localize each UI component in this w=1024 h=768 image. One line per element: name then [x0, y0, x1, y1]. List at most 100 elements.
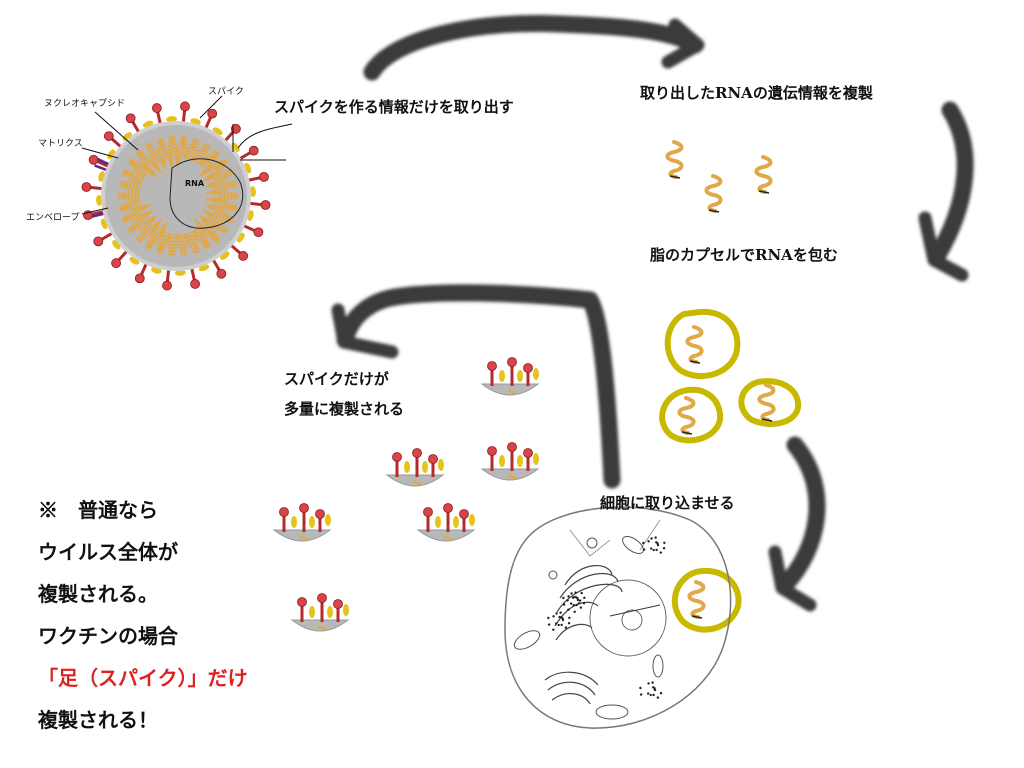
arrow-cell-to-spikes-head — [331, 303, 399, 359]
spike-protein-icon — [272, 503, 332, 542]
spike-icon — [162, 268, 172, 291]
spike-icon — [248, 200, 271, 210]
cell-nucleolus — [621, 609, 643, 631]
cell-vesicle — [548, 570, 558, 580]
virus-leader-lines — [81, 95, 293, 215]
rna-strand-icon — [677, 396, 696, 435]
spike-icon — [223, 123, 241, 143]
spike-icon — [229, 243, 249, 261]
capsule-2 — [659, 386, 724, 444]
matrix-protein-icon — [236, 232, 245, 243]
virus-spikes — [81, 101, 271, 291]
arrow-wrap-to-cell-head — [768, 545, 817, 612]
arrow-virus-to-copy-head — [661, 18, 705, 69]
cell-endoplasmic-reticulum — [554, 564, 623, 641]
step-spike-line1: スパイクだけが — [284, 370, 389, 388]
spike-icon — [238, 145, 259, 161]
cell-nucleus — [589, 579, 667, 657]
spike-icon — [134, 262, 148, 284]
spike-protein-icon — [480, 357, 540, 396]
rna-label: RNA — [185, 179, 205, 188]
spike-icon — [103, 131, 123, 149]
step-insert-label: 細胞に取り込ませる — [600, 494, 735, 512]
matrix-protein-icon — [231, 142, 240, 152]
membrane-fragment — [385, 474, 445, 487]
envelope-protein-icon — [96, 157, 110, 166]
spike-icon — [242, 224, 264, 238]
spike-icon — [111, 249, 129, 269]
cell-membrane — [504, 506, 732, 729]
step-wrap-label: 脂のカプセルでRNAを包む — [650, 246, 838, 264]
capsule-3 — [738, 378, 802, 427]
spike-protein-icon — [290, 593, 350, 632]
coronavirus-structure: RNA — [81, 95, 293, 291]
cell-mitochondrion — [652, 654, 664, 678]
spike-protein-icon — [385, 448, 445, 487]
step-spike-line2: 多量に複製される — [284, 400, 405, 418]
cell-mitochondrion — [595, 704, 629, 720]
matrix-protein-icon — [96, 194, 103, 206]
copied-rna-group — [665, 140, 773, 213]
note-line-4: ワクチンの場合 — [38, 624, 178, 648]
spike-icon — [211, 258, 227, 279]
membrane-fragment — [480, 383, 540, 396]
spike-icon — [151, 103, 162, 125]
note-line-2: ウイルス全体が — [38, 540, 178, 564]
rna-strand-icon — [665, 140, 684, 179]
matrix-protein-icon — [166, 116, 178, 123]
envelope-protein-icon — [91, 212, 105, 219]
encapsulated-rna — [677, 325, 776, 619]
cell-icon — [504, 506, 732, 729]
rna-strand-icon — [754, 155, 773, 194]
label-spike: スパイク — [208, 86, 244, 97]
virus-matrix-proteins — [96, 116, 256, 276]
cell-division-line — [569, 519, 661, 557]
cell-golgi — [544, 671, 599, 705]
spike-icon — [81, 182, 104, 192]
membrane-fragment — [480, 468, 540, 481]
cell-ribosomes — [547, 536, 666, 699]
arrow-wrap-to-cell — [776, 436, 826, 594]
spike-icon — [88, 154, 110, 168]
spike-protein-icon — [416, 503, 476, 542]
matrix-protein-icon — [249, 186, 256, 198]
note-line-5: 「足（スパイク）」だけ — [38, 666, 248, 690]
step-copy-label: 取り出したRNAの遺伝情報を複製 — [640, 84, 873, 102]
arrow-cell-to-spikes — [336, 284, 621, 489]
arrow-virus-to-copy — [363, 15, 704, 81]
rna-strand-icon — [757, 383, 776, 422]
cell-mitochondrion — [622, 536, 644, 554]
rna-strand-icon — [685, 325, 704, 364]
rna-strand-icon — [704, 174, 723, 213]
note-line-1: ※ 普通なら — [38, 498, 158, 522]
membrane-fragment — [272, 529, 332, 542]
rna-outline — [169, 158, 244, 229]
label-nucleocapsid: ヌクレオキャプシド — [44, 98, 125, 109]
label-envelope: エンベロープ — [26, 212, 79, 223]
capsule-1 — [664, 308, 741, 380]
matrix-protein-icon — [174, 269, 186, 276]
cell-pointer-line — [609, 604, 661, 617]
cell-mitochondrion — [513, 630, 541, 650]
matrix-protein-icon — [129, 256, 140, 265]
spike-icon — [180, 101, 190, 124]
matrix-protein-icon — [212, 127, 223, 136]
note-line-6: 複製される！ — [38, 708, 158, 732]
membrane-fragment — [290, 619, 350, 632]
spike-icon — [93, 231, 114, 247]
arrow-copy-to-wrap — [927, 101, 974, 267]
envelope-protein-icon — [94, 164, 108, 172]
label-matrix: マトリクス — [38, 138, 83, 149]
cell-vesicle — [586, 537, 598, 549]
membrane-fragment — [416, 529, 476, 542]
spike-icon — [247, 171, 269, 182]
step-extract-label: スパイクを作る情報だけを取り出す — [274, 98, 514, 116]
replicated-spikes — [272, 357, 540, 632]
rna-strand-icon — [687, 580, 706, 619]
note-line-3: 複製される。 — [38, 582, 158, 606]
matrix-protein-icon — [107, 149, 116, 160]
virus-rna-coil — [117, 135, 239, 257]
matrix-protein-icon — [220, 251, 230, 260]
arrow-copy-to-wrap-head — [918, 211, 969, 282]
